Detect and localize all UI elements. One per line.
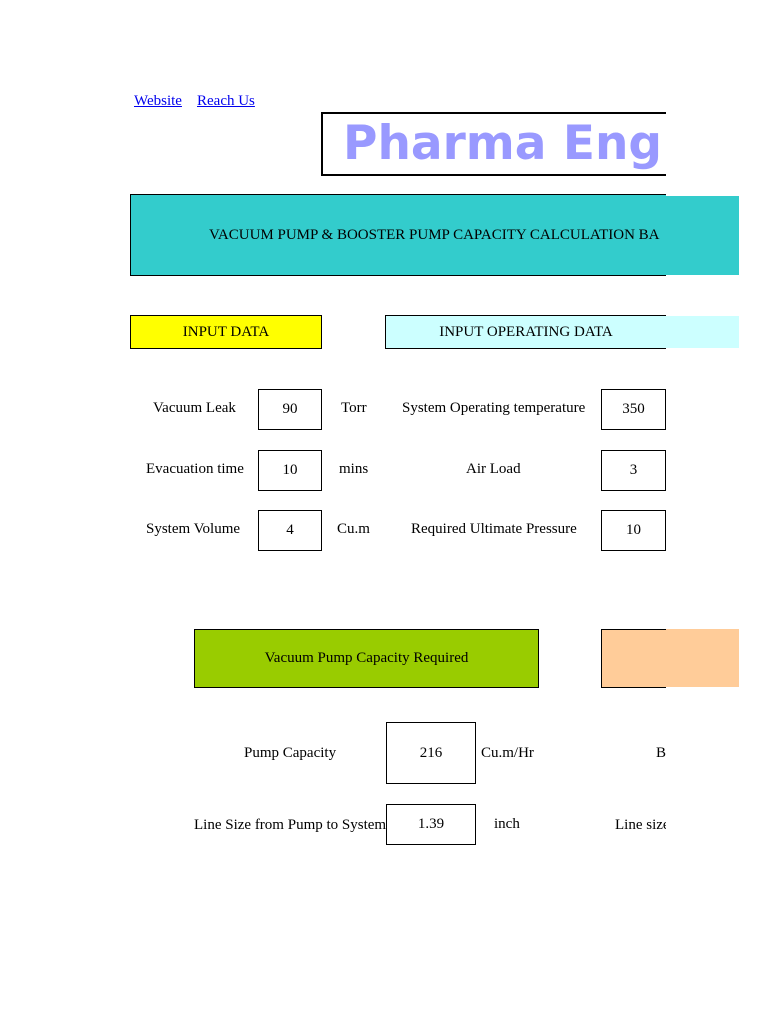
vacuum-leak-input[interactable]: 90 <box>258 389 322 430</box>
evacuation-time-input[interactable]: 10 <box>258 450 322 491</box>
line-size-label: Line Size from Pump to System <box>194 817 386 833</box>
booster-pump-header-partial <box>601 629 666 688</box>
reach-us-link[interactable]: Reach Us <box>197 93 255 109</box>
air-load-input[interactable]: 3 <box>601 450 666 491</box>
booster-capacity-label-partial: B <box>655 745 666 761</box>
system-volume-value: 4 <box>286 522 294 538</box>
system-volume-input[interactable]: 4 <box>258 510 322 551</box>
booster-header-overflow-fill <box>666 629 739 687</box>
system-volume-unit: Cu.m <box>337 521 370 537</box>
line-size-value: 1.39 <box>417 816 445 832</box>
input-operating-data-label: INPUT OPERATING DATA <box>439 323 613 340</box>
ultimate-pressure-label: Required Ultimate Pressure <box>411 521 577 537</box>
website-link[interactable]: Website <box>134 93 182 109</box>
input-data-label: INPUT DATA <box>182 323 270 340</box>
operating-temperature-input[interactable]: 350 <box>601 389 666 430</box>
operating-temperature-value: 350 <box>622 401 645 417</box>
booster-line-size-label-partial: Line size <box>615 817 666 833</box>
evacuation-time-value: 10 <box>282 462 298 478</box>
vacuum-pump-capacity-header: Vacuum Pump Capacity Required <box>194 629 539 688</box>
input-data-header: INPUT DATA <box>130 315 322 349</box>
line-size-label-clip: Line Size from Pump to System <box>194 816 386 836</box>
line-size-unit: inch <box>494 816 520 832</box>
pump-capacity-unit: Cu.m/Hr <box>481 745 534 761</box>
air-load-label: Air Load <box>466 461 521 477</box>
banner-title: Pharma Engi <box>343 116 666 171</box>
banner-box: Pharma Engi <box>321 112 666 176</box>
booster-line-size-label-clip: Line size <box>615 816 666 836</box>
header-overflow-fill <box>666 196 739 275</box>
pump-capacity-label: Pump Capacity <box>244 745 337 761</box>
vacuum-pump-capacity-label: Vacuum Pump Capacity Required <box>264 650 469 666</box>
pump-capacity-value: 216 <box>419 744 443 761</box>
ultimate-pressure-value: 10 <box>626 522 641 538</box>
air-load-value: 3 <box>629 462 638 478</box>
ultimate-pressure-input[interactable]: 10 <box>601 510 666 551</box>
system-volume-label: System Volume <box>146 521 241 537</box>
line-size-output: 1.39 <box>386 804 476 845</box>
pump-capacity-output: 216 <box>386 722 476 784</box>
evacuation-time-unit: mins <box>339 461 369 477</box>
vacuum-leak-value: 90 <box>282 401 298 417</box>
vacuum-leak-unit: Torr <box>341 400 367 416</box>
vacuum-leak-label: Vacuum Leak <box>153 400 236 416</box>
calculation-title: VACUUM PUMP & BOOSTER PUMP CAPACITY CALC… <box>209 227 660 243</box>
operating-temperature-label: System Operating temperature <box>402 400 586 416</box>
calculation-header: VACUUM PUMP & BOOSTER PUMP CAPACITY CALC… <box>130 194 666 276</box>
evacuation-time-label: Evacuation time <box>146 461 244 477</box>
booster-capacity-label-clip: B <box>600 744 666 764</box>
operating-header-overflow-fill <box>666 316 739 348</box>
input-operating-data-header: INPUT OPERATING DATA <box>385 315 666 349</box>
